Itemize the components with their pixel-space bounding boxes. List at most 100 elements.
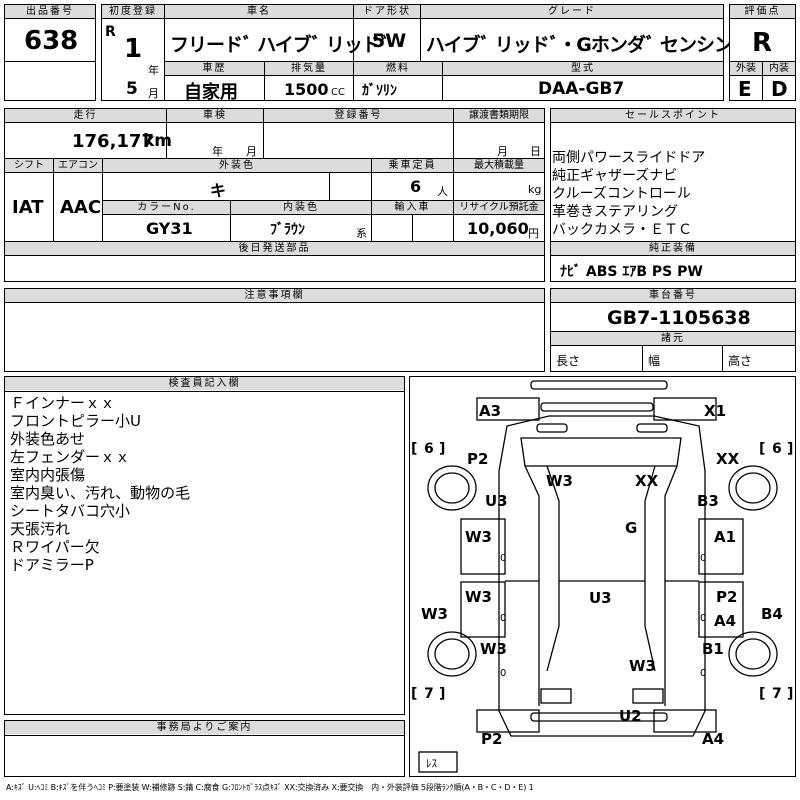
sales-item: クルーズコントロール <box>552 186 691 202</box>
inspector-note: Ｒワイパー欠 <box>10 538 100 556</box>
interior-grade: D <box>771 77 788 101</box>
year-unit: 年 <box>148 64 159 77</box>
later-parts-label: 後日発送部品 <box>5 242 544 255</box>
inspector-box <box>4 376 405 715</box>
model-label: 型式 <box>443 62 723 75</box>
equipment: ﾅﾋﾞ ABS ｴｱB PS PW <box>560 264 703 280</box>
exterior-color: キ <box>210 181 227 200</box>
inspection-label: 車検 <box>167 109 263 122</box>
damage-mark-front-left: A3 <box>479 402 501 420</box>
inspector-note: 室内臭い、汚れ、動物の毛 <box>10 484 191 502</box>
vehicle-info-box <box>101 4 724 101</box>
damage-mark-rear-right: A4 <box>702 730 724 748</box>
height-label: 高さ <box>728 354 753 368</box>
shift-label: シフト <box>5 159 53 172</box>
front-bumper-strip <box>530 380 668 390</box>
door-type: 5W <box>372 30 407 52</box>
capacity: 6 <box>410 177 422 196</box>
month-unit: 月 <box>148 87 159 100</box>
damage-mark-zero2: 0 <box>700 553 706 564</box>
damage-mark-door-fl: W3 <box>465 528 492 546</box>
damage-mark-fender-right: XX <box>716 450 740 468</box>
sales-item: 純正ギャザーズナビ <box>552 168 678 184</box>
score: R <box>752 28 773 58</box>
inspector-note: フロントピラー小U <box>10 412 141 430</box>
transfer-month-unit: 月 <box>497 145 508 158</box>
hood-vent-left <box>536 423 568 433</box>
recycle-label: リサイクル預託金 <box>454 201 544 214</box>
damage-mark-door-fr: A1 <box>714 528 736 546</box>
interior-color-label: 内装色 <box>231 201 371 214</box>
model: DAA-GB7 <box>538 79 625 99</box>
damage-mark-zero5: 0 <box>500 668 506 679</box>
score-label: 評価点 <box>730 5 795 18</box>
inspection-year-unit: 年 <box>212 145 223 158</box>
door-rr-panel <box>698 581 744 638</box>
interior-label: 内装 <box>763 62 795 75</box>
left-side-line <box>524 465 540 706</box>
inspector-note: ドアミラーP <box>10 556 94 574</box>
door-fr-panel <box>698 518 744 575</box>
damage-mark-trunk: W3 <box>629 657 656 675</box>
first-reg-label: 初度登録 <box>102 5 164 18</box>
displacement-label: 排気量 <box>265 62 353 75</box>
rear-left-corner <box>476 709 540 733</box>
reg-no-label: 登録番号 <box>264 109 453 122</box>
damage-mark-zero6: 0 <box>700 668 706 679</box>
svg-text:[: [ <box>759 686 765 702</box>
displacement: 1500 <box>284 80 329 99</box>
inspection-month-unit: 月 <box>246 145 257 158</box>
km-unit: km <box>143 131 173 151</box>
car-name: フリードﾞ ハイブﾞ リッドﾞ <box>170 34 390 56</box>
damage-mark-rear-left: P2 <box>481 730 502 748</box>
damage-mark-door-rr2: A4 <box>714 612 736 630</box>
damage-mark-hood-right: XX <box>635 472 659 490</box>
svg-text:[: [ <box>411 686 417 702</box>
color-label: 外装色 <box>103 159 371 172</box>
exterior-label: 外装 <box>730 62 762 75</box>
kei-unit: 系 <box>356 227 367 240</box>
wheel-rl <box>427 631 477 677</box>
body-outline <box>498 415 706 737</box>
color-no-label: カラーNo. <box>103 201 230 214</box>
equipment-label: 純正装備 <box>551 242 795 255</box>
inspector-note: 左フェンダーｘｘ <box>10 448 131 466</box>
import-label: 輸入車 <box>372 201 453 214</box>
office-label: 事務局よりご案内 <box>5 721 404 734</box>
car-name-label: 車名 <box>165 5 353 18</box>
damage-mark-tire-fr: 6 <box>772 441 782 457</box>
left-pillar-line <box>546 465 560 672</box>
specs-label: 諸元 <box>551 332 795 345</box>
recycle-fee: 10,060 <box>467 219 529 238</box>
fuel-label: 燃料 <box>354 62 442 75</box>
damage-mark-floor: U3 <box>589 589 612 607</box>
era: R <box>105 24 116 40</box>
ac-label: エアコン <box>54 159 102 172</box>
wheel-fl <box>427 465 477 511</box>
transfer-day-unit: 日 <box>530 145 541 158</box>
rear-bumper-strip <box>530 712 668 722</box>
wheel-fr-inner <box>735 472 771 504</box>
damage-mark-sill-right: B4 <box>761 605 783 623</box>
inspector-label: 検査員記入欄 <box>5 377 404 390</box>
wheel-fr <box>728 465 778 511</box>
person-unit: 人 <box>437 185 448 198</box>
legend: A:ｷｽﾞ U:ﾍｺﾐ B:ｷｽﾞを伴うﾍｺﾐ P:要塗装 W:補修跡 S:錆 … <box>6 783 534 792</box>
damage-mark-quarter-right: B1 <box>702 640 724 658</box>
sales-item: 両側パワースライドドア <box>552 150 706 166</box>
wheel-fl-inner <box>434 472 470 504</box>
width-label: 幅 <box>648 354 661 368</box>
car-diagram: A3 X1 P2 XX U3 B3 W3 XX G W3 A1 W3 P2 A4… <box>411 380 793 773</box>
damage-mark-zero1: 0 <box>500 553 506 564</box>
svg-text:]: ] <box>439 441 445 457</box>
spare-box <box>418 751 458 773</box>
lot-number: 638 <box>24 26 79 56</box>
kg-unit: kg <box>528 183 542 196</box>
tail-left <box>540 688 572 704</box>
damage-mark-zero4: 0 <box>700 613 706 624</box>
inspector-note: 天張汚れ <box>10 520 71 538</box>
yen-unit: 円 <box>528 227 539 240</box>
hood-vent-right <box>636 423 668 433</box>
svg-text:[: [ <box>411 441 417 457</box>
damage-mark-door-rl: W3 <box>465 588 492 606</box>
